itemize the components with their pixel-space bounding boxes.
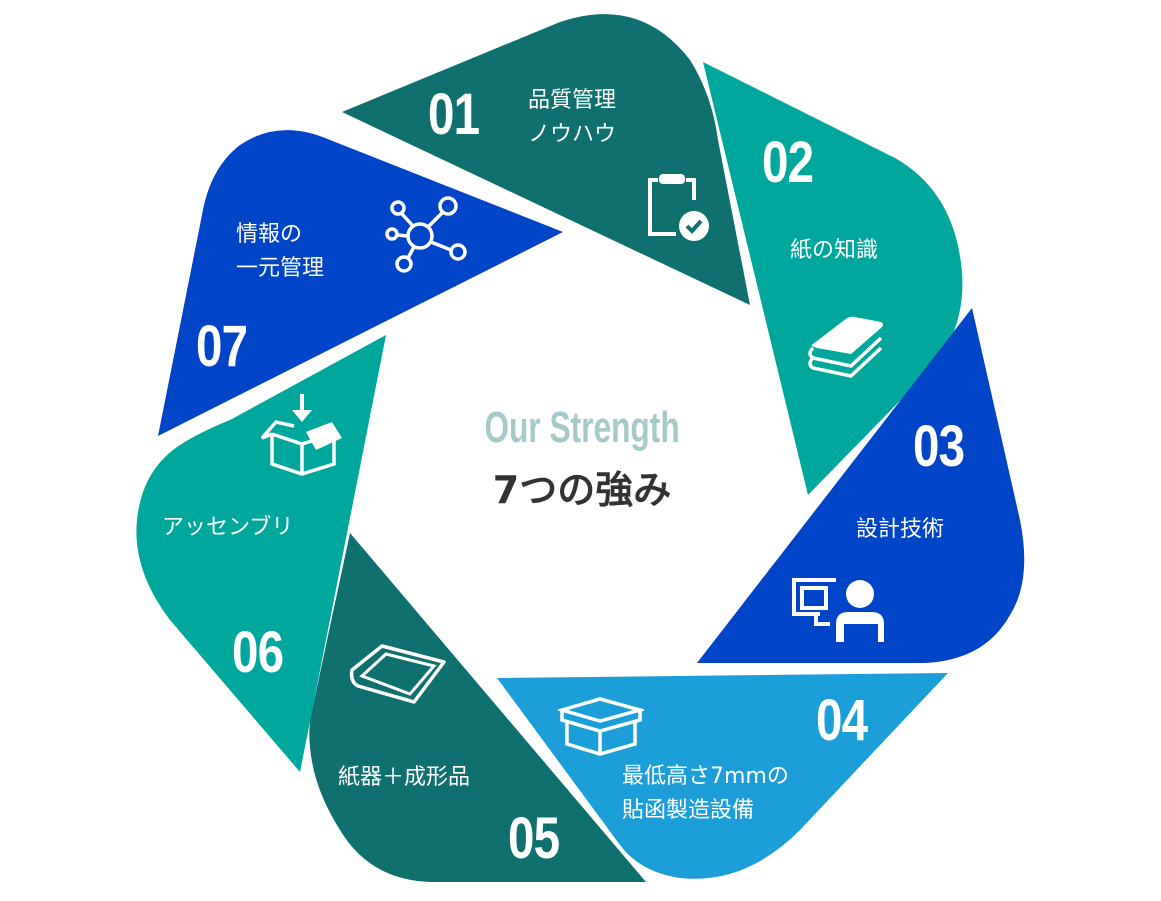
petal-07 [158,130,563,437]
strength-number-02: 02 [762,130,814,195]
petal-05 [309,533,646,882]
strength-number-05: 05 [508,806,560,871]
network-icon [385,196,467,273]
strength-label-07-line2: 一元管理 [236,256,325,281]
strength-label-02: 紙の知識 [790,238,879,263]
clipboard-check-icon [648,174,709,241]
strength-number-07: 07 [196,314,248,379]
strength-number-06: 06 [232,620,284,685]
strength-number-03: 03 [913,414,965,479]
strength-label-05: 紙器＋成形品 [338,765,471,790]
strength-label-01-line1: 品質管理 [528,88,617,113]
petal-02 [703,62,963,495]
center-title-en: Our Strength [484,403,680,452]
box-icon [558,697,644,756]
strength-number-01: 01 [428,82,480,147]
center-title-jp: 7つの強み [492,468,672,512]
petal-03 [697,308,1025,663]
strength-label-07-line1: 情報の [236,222,303,247]
strength-label-01-line2: ノウハウ [528,122,617,147]
strength-label-04-line2: 貼函製造設備 [622,798,755,823]
strength-label-04-line1: 最低高さ7mmの [622,764,789,789]
computer-user-icon [792,578,884,642]
tray-icon [349,644,446,704]
petal-04 [497,673,948,879]
books-icon [808,316,883,378]
strength-label-06: アッセンブリ [162,515,294,540]
strength-number-04: 04 [816,688,868,753]
strength-label-03: 設計技術 [856,517,945,542]
box-insert-icon [260,394,342,476]
